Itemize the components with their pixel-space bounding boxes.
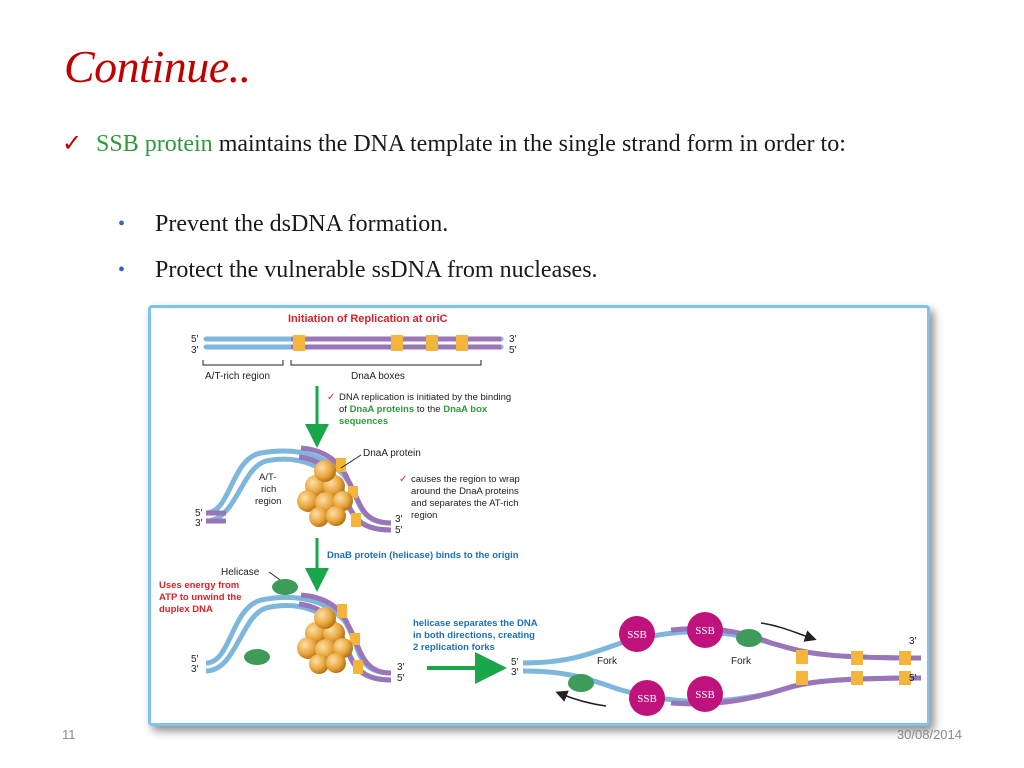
slide-number: 11: [62, 727, 76, 742]
helicase-shape: [244, 649, 270, 665]
region-at-label: A/T-rich region: [205, 371, 270, 382]
end-label: 3′: [395, 514, 403, 525]
step3-text: DnaB protein (helicase) binds to the ori…: [327, 550, 519, 561]
end-label: 3′: [195, 518, 203, 529]
end-label: 3′: [509, 334, 517, 345]
at-rich-label: rich: [261, 484, 276, 495]
at-rich-label: region: [255, 496, 281, 507]
end-label: 3′: [909, 636, 917, 647]
helicase-shape: [568, 674, 594, 692]
energy-text: Uses energy from: [159, 580, 239, 591]
end-label: 5′: [191, 654, 199, 665]
fork-label: Fork: [731, 656, 752, 667]
step2-text: region: [411, 510, 437, 521]
dnaa-box: [391, 335, 403, 351]
step1-text-3: sequences: [339, 416, 388, 427]
direction-arrow: [555, 690, 607, 707]
dnaa-box: [426, 335, 438, 351]
end-label: 3′: [397, 662, 405, 673]
dnaa-protein-cluster: [297, 460, 353, 527]
sub-bullet-1: • Prevent the dsDNA formation.: [118, 209, 978, 239]
dnaa-box: [293, 335, 305, 351]
end-label: 5′: [397, 673, 405, 684]
sub-bullet-2: • Protect the vulnerable ssDNA from nucl…: [118, 255, 978, 285]
step2-text: and separates the AT-rich: [411, 498, 519, 509]
ssb-protein-highlight: SSB protein: [96, 131, 213, 157]
dnaa-protein-cluster: [297, 607, 353, 674]
step2-text: around the DnaA proteins: [411, 486, 519, 497]
end-label: 3′: [191, 345, 199, 356]
energy-text: duplex DNA: [159, 604, 213, 615]
helicase-shape: [272, 579, 298, 595]
check-icon: ✓: [327, 392, 335, 403]
end-label: 5′: [511, 657, 519, 668]
end-label: 5′: [191, 334, 199, 345]
energy-text: ATP to unwind the: [159, 592, 242, 603]
figure-title: Initiation of Replication at oriC: [288, 313, 448, 325]
step1-text-2: of DnaA proteins to the DnaA box: [339, 404, 488, 415]
step4-text: 2 replication forks: [413, 642, 495, 653]
ssb-protein: [629, 680, 665, 716]
replication-diagram: Initiation of Replication at oriC 5′ 3′ …: [159, 313, 922, 716]
ssb-label: SSB: [695, 689, 715, 701]
end-label: 5′: [395, 525, 403, 536]
ssb-label: SSB: [627, 629, 647, 641]
ssb-label: SSB: [637, 693, 657, 705]
bullet-dot-icon: •: [118, 213, 126, 235]
end-label: 5′: [195, 508, 203, 519]
ssb-protein: [619, 616, 655, 652]
end-label: 5′: [909, 673, 917, 684]
dna-helicase-bound: [205, 592, 392, 683]
replication-figure: Initiation of Replication at oriC 5′ 3′ …: [148, 305, 930, 726]
bullet-main: ✓ SSB protein maintains the DNA template…: [62, 126, 972, 162]
region-dnaa-label: DnaA boxes: [351, 371, 405, 382]
dnaa-protein-label: DnaA protein: [363, 448, 421, 459]
dna-wrapped: [205, 445, 392, 533]
bracket-dnaa: [290, 360, 482, 366]
helicase-shape: [736, 629, 762, 647]
helicase-label: Helicase: [221, 567, 260, 578]
dnaa-box: [456, 335, 468, 351]
dna-duplex-linear: [203, 335, 504, 351]
fork-label: Fork: [597, 656, 618, 667]
bullet-main-rest: maintains the DNA template in the single…: [212, 131, 846, 157]
end-label: 3′: [511, 667, 519, 678]
at-rich-label: A/T-: [259, 472, 276, 483]
sub-bullet-text: Protect the vulnerable ssDNA from nuclea…: [155, 257, 598, 283]
direction-arrow: [760, 622, 817, 642]
ssb-protein: [687, 612, 723, 648]
check-icon: ✓: [399, 474, 407, 485]
sub-bullet-text: Prevent the dsDNA formation.: [155, 211, 449, 237]
step4-text: helicase separates the DNA: [413, 618, 538, 629]
slide-date: 30/08/2014: [896, 727, 962, 742]
step2-text: causes the region to wrap: [411, 474, 520, 485]
ssb-label: SSB: [695, 625, 715, 637]
checkmark-icon: ✓: [62, 129, 83, 157]
end-label: 3′: [191, 664, 199, 675]
bullet-main-text: SSB protein maintains the DNA template i…: [62, 126, 972, 162]
step1-text: DNA replication is initiated by the bind…: [339, 392, 511, 403]
end-label: 5′: [509, 345, 517, 356]
ssb-protein: [687, 676, 723, 712]
slide-title: Continue..: [64, 41, 251, 92]
bracket-at: [202, 360, 284, 366]
bullet-dot-icon: •: [118, 259, 126, 281]
step4-text: in both directions, creating: [413, 630, 535, 641]
